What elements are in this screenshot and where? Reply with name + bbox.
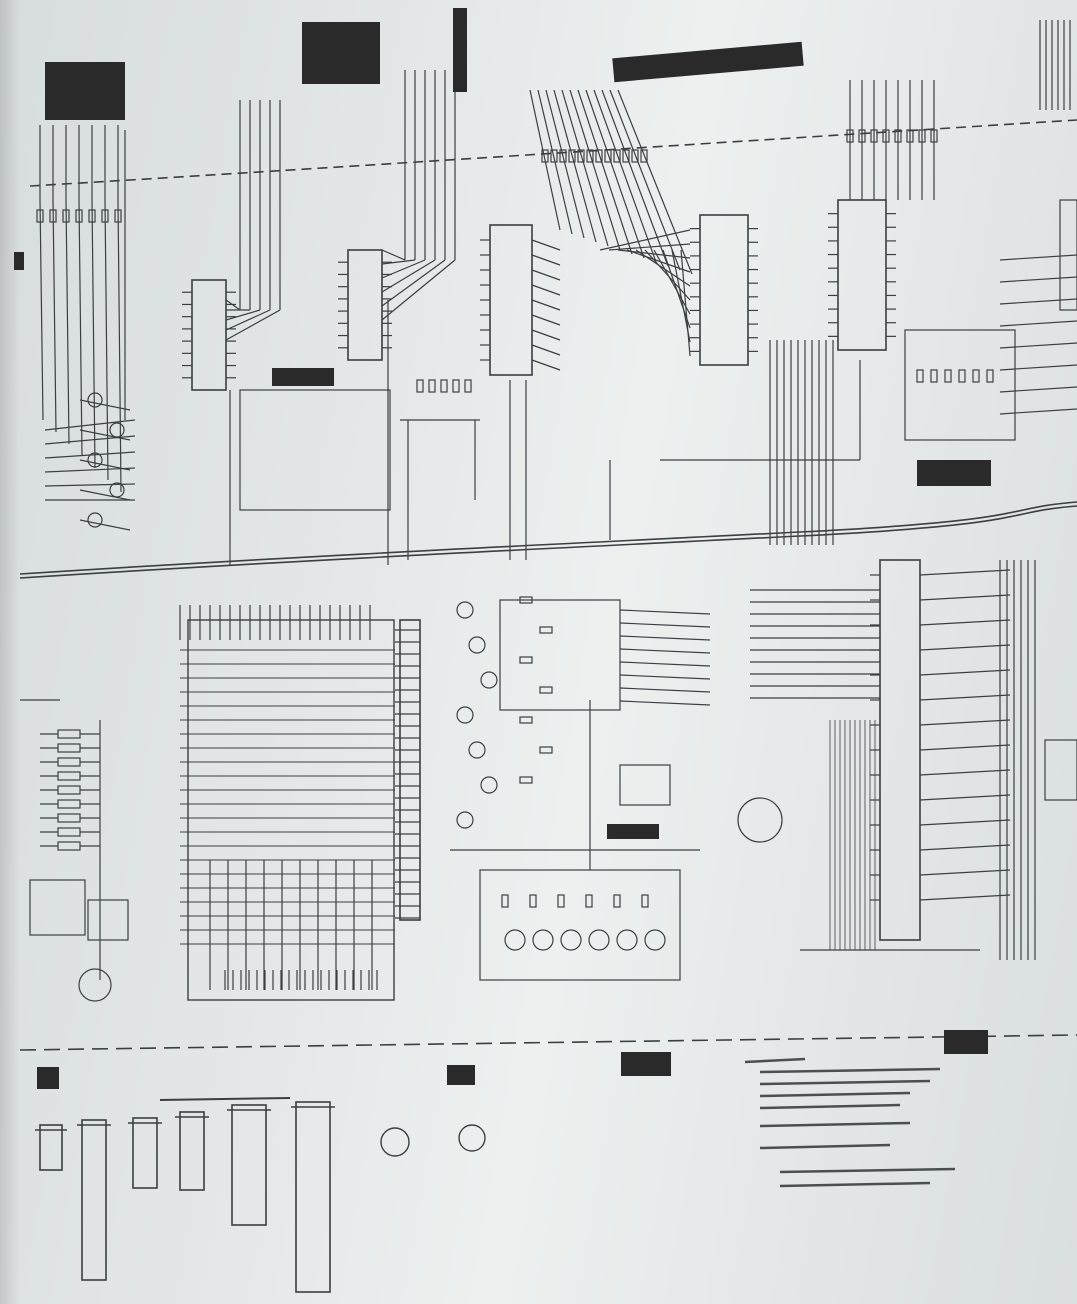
label-block-right-upper	[917, 460, 991, 486]
label-block-bottom-center-left	[447, 1065, 475, 1085]
label-block-left-edge	[14, 252, 24, 270]
label-block-bottom-right	[944, 1030, 988, 1054]
label-block-top-left	[45, 62, 125, 120]
upper-schematic	[36, 20, 1077, 565]
section-dividers	[19, 119, 1077, 1051]
page-fold-shadow	[0, 0, 20, 1304]
lower-schematic	[20, 559, 1077, 1002]
label-block-top-vertical	[453, 8, 467, 92]
notes-block	[744, 1057, 956, 1188]
label-block-center-lower	[607, 824, 659, 839]
label-block-bottom-center	[621, 1052, 671, 1076]
label-block-middle-left	[272, 368, 334, 386]
ic-pinout-row	[35, 1097, 486, 1293]
label-block-top-center-left	[302, 22, 380, 84]
label-block-bottom-left	[37, 1067, 59, 1089]
